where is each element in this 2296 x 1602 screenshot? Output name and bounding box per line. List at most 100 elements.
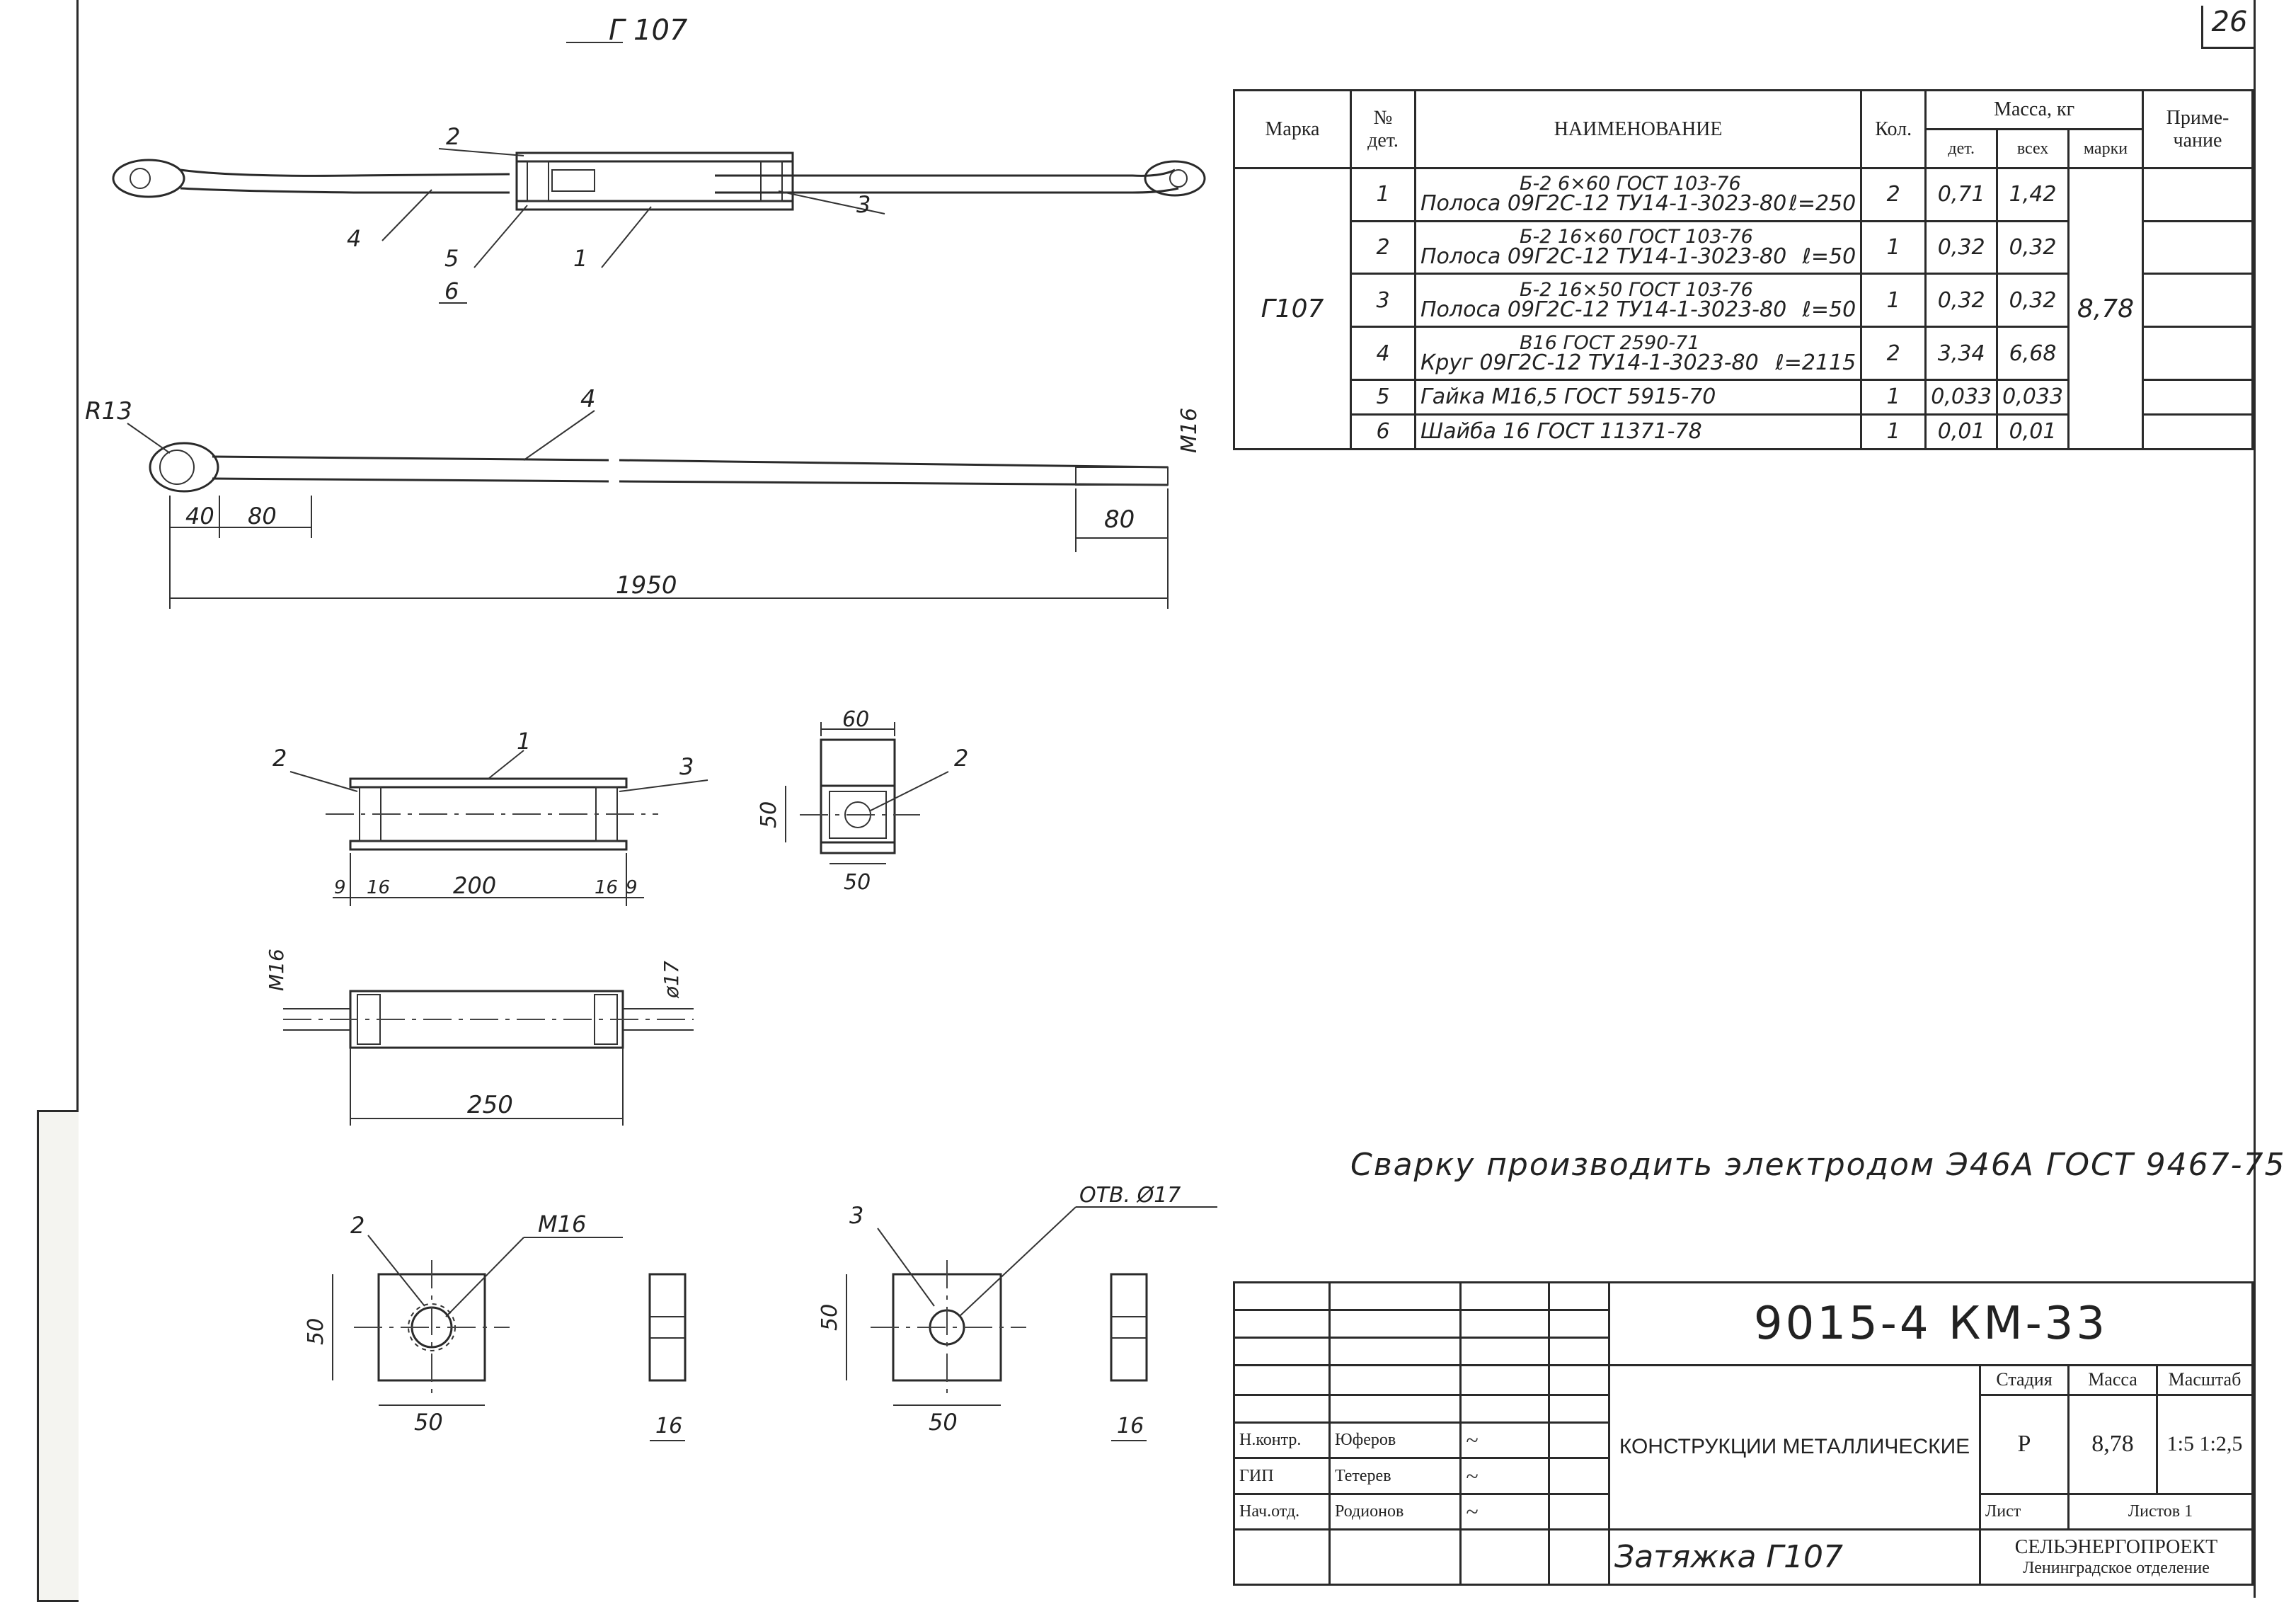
row-name-line1: Б-2 6×60 ГОСТ 103-76	[1520, 173, 1741, 195]
mark-label: Г 107	[609, 14, 688, 47]
table-row: 3 Б-2 16×50 ГОСТ 103-76 Полоса 09Г2С-12 …	[1234, 273, 2254, 328]
assembly-view: 2 4 5 6 1 3	[112, 123, 1206, 304]
table-row: 5 Гайка М16,5 ГОСТ 5915-70 1 0,033 0,033	[1234, 378, 2254, 416]
rod-dim-1950: 1950	[616, 571, 677, 600]
row-name: Шайба 16 ГОСТ 11371-78	[1413, 413, 1863, 451]
mark-cell: Г107	[1233, 167, 1352, 450]
scale-label: Масштаб	[2156, 1363, 2254, 1397]
signer-name: Юферов	[1328, 1421, 1462, 1460]
row-name-line2: Полоса 09Г2С-12 ТУ14-1-3023-80	[1420, 191, 1787, 217]
row-name-line2: Полоса 09Г2С-12 ТУ14-1-3023-80	[1420, 297, 1787, 322]
plate-2-view: 2 M16 50 50 16	[304, 1211, 687, 1441]
rod-view: 4 R13 M16 40 80 80 1950	[85, 385, 1202, 609]
row-no: 1	[1350, 167, 1416, 222]
plate3-dim-16: 16	[1117, 1414, 1144, 1438]
plate3-hole: ОТВ. Ø17	[1079, 1183, 1181, 1208]
signer-role: Н.контр.	[1233, 1421, 1331, 1460]
row-length: ℓ=2115	[1775, 350, 1856, 375]
table-row: 6 Шайба 16 ГОСТ 11371-78 1 0,01 0,01	[1234, 413, 2254, 451]
frame-top-view: M16 ø17 250	[265, 949, 694, 1126]
row-mass-part: 0,01	[1924, 413, 1999, 451]
frame-end-view: 60 50 50 2	[757, 707, 968, 895]
row-name-line1: Б-2 16×50 ГОСТ 103-76	[1520, 278, 1753, 301]
plate3-callout: 3	[849, 1202, 863, 1229]
row-no: 2	[1350, 219, 1416, 275]
plate3-dim-50b: 50	[929, 1409, 958, 1436]
drawing-area: Г 107 2 4 5 6 1 3	[85, 14, 1217, 1441]
row-mass-part: 0,033	[1924, 378, 1999, 416]
row-mass-total: 0,32	[1996, 273, 2070, 328]
frame-end-callout-2: 2	[954, 745, 968, 772]
row-qty: 1	[1860, 219, 1927, 275]
row-qty: 1	[1860, 273, 1927, 328]
signer-role: Нач.отд.	[1233, 1492, 1331, 1531]
signer-name: Тетерев	[1328, 1457, 1462, 1495]
assembly-callout-3: 3	[856, 191, 871, 218]
scale-value: 1:5 1:2,5	[2156, 1394, 2254, 1495]
row-note	[2142, 413, 2254, 451]
page-number: 26	[2201, 6, 2256, 49]
plate2-dim-50a: 50	[304, 1318, 328, 1345]
row-no: 4	[1350, 326, 1416, 381]
org-name: СЕЛЬЭНЕРГОПРОЕКТ	[2014, 1536, 2218, 1559]
sheets-count: 1	[2184, 1501, 2193, 1521]
rod-callout-4: 4	[580, 385, 596, 413]
frame-top-dim-250: 250	[467, 1091, 513, 1119]
rod-radius: R13	[85, 397, 132, 425]
assembly-callout-4: 4	[347, 225, 361, 252]
frame-end-dim-60: 60	[842, 707, 869, 732]
sheet-label: Лист	[1979, 1492, 2070, 1531]
table-row: Г107 1 Б-2 6×60 ГОСТ 103-76 Полоса 09Г2С…	[1233, 167, 2254, 450]
row-note	[2142, 219, 2254, 275]
signature: ~	[1459, 1457, 1550, 1495]
frame-side-dim-9a: 9	[334, 877, 346, 898]
plate-3-view: 3 ОТВ. Ø17 50 50 16	[817, 1183, 1217, 1441]
org-branch: Ленинградское отделение	[2023, 1559, 2210, 1578]
row-no: 3	[1350, 273, 1416, 328]
frame-side-callout-1: 1	[517, 728, 531, 755]
table-row: 2 Б-2 16×60 ГОСТ 103-76 Полоса 09Г2С-12 …	[1234, 219, 2254, 275]
row-mass-total: 6,68	[1996, 326, 2070, 381]
frame-side-view: 1 2 3 9 16 200 16 9	[272, 728, 708, 906]
sheets-cell: Листов 1	[2067, 1492, 2254, 1531]
col-header-mass-total: всех	[1996, 128, 2070, 169]
doc-code: 9015-4 КМ-33	[1608, 1281, 2254, 1366]
frame-top-thread: M16	[265, 949, 288, 991]
object-title: КОНСТРУКЦИИ МЕТАЛЛИЧЕСКИЕ	[1608, 1363, 1981, 1531]
row-name-line1: В16 ГОСТ 2590-71	[1520, 331, 1700, 354]
organization: СЕЛЬЭНЕРГОПРОЕКТ Ленинградское отделение	[1979, 1528, 2254, 1586]
plate2-callout: 2	[350, 1212, 365, 1239]
row-length: ℓ=250	[1789, 191, 1856, 217]
col-header-mass: Масса, кг	[1924, 89, 2144, 130]
stage-label: Стадия	[1979, 1363, 2070, 1397]
row-name: Гайка М16,5 ГОСТ 5915-70	[1413, 378, 1863, 416]
row-note	[2142, 326, 2254, 381]
welding-note: Сварку производить электродом Э46А ГОСТ …	[1350, 1147, 2286, 1183]
table-row: 4 В16 ГОСТ 2590-71 Круг 09Г2С-12 ТУ14-1-…	[1234, 326, 2254, 381]
row-name-line2: Круг 09Г2С-12 ТУ14-1-3023-80	[1420, 350, 1759, 375]
row-name: Б-2 16×50 ГОСТ 103-76 Полоса 09Г2С-12 ТУ…	[1413, 273, 1863, 328]
sheets-label: Листов	[2128, 1501, 2181, 1521]
row-name-line2: Гайка М16,5 ГОСТ 5915-70	[1420, 384, 1716, 409]
row-note	[2142, 378, 2254, 416]
stage-value: Р	[1979, 1394, 2070, 1495]
mass-value: 8,78	[2067, 1394, 2158, 1495]
frame-end-dim-50a: 50	[757, 801, 781, 828]
col-header-mass-part: дет.	[1924, 128, 1999, 169]
row-name-line1: Б-2 16×60 ГОСТ 103-76	[1520, 226, 1753, 248]
row-name: Б-2 16×60 ГОСТ 103-76 Полоса 09Г2С-12 ТУ…	[1413, 219, 1863, 275]
assembly-callout-2: 2	[446, 123, 460, 150]
row-mass-total: 0,033	[1996, 378, 2070, 416]
rod-dim-80b: 80	[1104, 505, 1135, 534]
specification-table: Марка № дет. НАИМЕНОВАНИЕ Кол. Масса, кг…	[1233, 89, 2254, 451]
row-mass-part: 0,32	[1924, 219, 1999, 275]
col-header-mark: Марка	[1233, 89, 1352, 169]
col-header-mass-mark: марки	[2067, 128, 2144, 169]
row-no: 5	[1350, 378, 1416, 416]
row-qty: 2	[1860, 326, 1927, 381]
mass-label: Масса	[2067, 1363, 2158, 1397]
row-qty: 1	[1860, 413, 1927, 451]
row-no: 6	[1350, 413, 1416, 451]
rod-thread: M16	[1177, 408, 1202, 453]
row-name: В16 ГОСТ 2590-71 Круг 09Г2С-12 ТУ14-1-30…	[1413, 326, 1863, 381]
